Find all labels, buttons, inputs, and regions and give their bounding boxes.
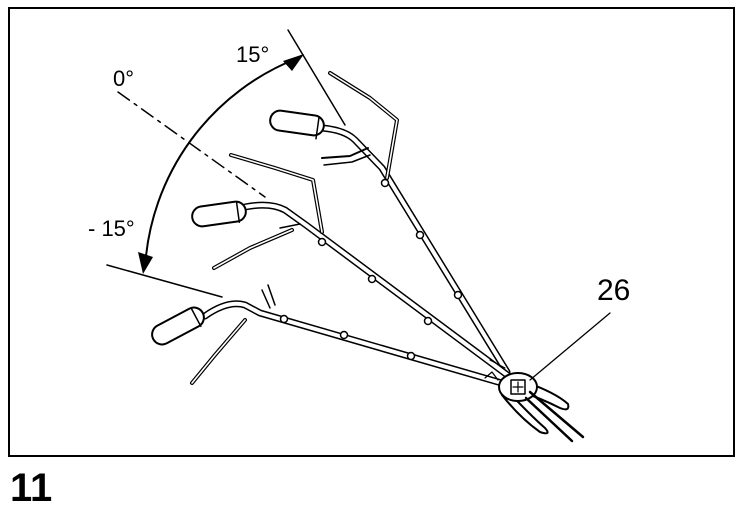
label-part-number: 26: [597, 274, 630, 307]
arc-arrowhead-bottom: [138, 252, 153, 274]
handlebar-upper: [269, 71, 511, 376]
label-angle-zero: 0°: [113, 66, 134, 91]
figure-frame: [8, 7, 735, 457]
adjustment-arc: [144, 57, 299, 269]
reference-line-upper: [287, 29, 346, 126]
arc-arrowhead-top: [283, 54, 304, 71]
reference-line-zero: [117, 91, 266, 198]
label-angle-bottom: - 15°: [88, 216, 135, 241]
figure-number: 11: [10, 466, 53, 510]
part-leader-line: [529, 312, 611, 381]
pivot-assembly: [484, 359, 585, 443]
label-angle-top: 15°: [236, 42, 269, 67]
reference-line-lower: [106, 264, 223, 298]
handlebar-middle: [191, 153, 514, 381]
handlebar-lower: [151, 284, 516, 390]
